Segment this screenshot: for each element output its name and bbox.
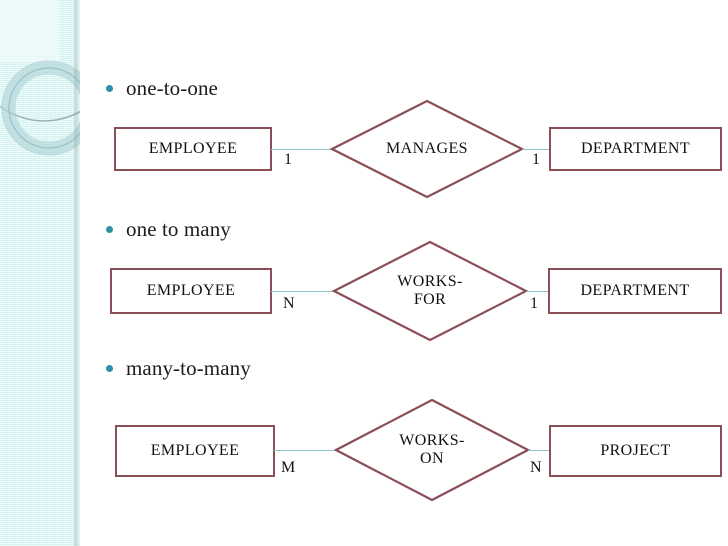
connector-left <box>271 291 333 292</box>
cardinality-left: M <box>281 459 296 476</box>
entity-employee[interactable]: EMPLOYEE <box>115 425 275 477</box>
entity-label: EMPLOYEE <box>148 140 238 157</box>
cardinality-left: N <box>283 295 295 312</box>
cardinality-right: 1 <box>532 151 540 168</box>
entity-label: DEPARTMENT <box>580 282 690 299</box>
bullet-many-to-many: many-to-many <box>106 356 251 381</box>
bullet-one-to-one: one-to-one <box>106 76 218 101</box>
cardinality-left: 1 <box>284 151 292 168</box>
entity-department[interactable]: DEPARTMENT <box>549 127 722 171</box>
entity-label: DEPARTMENT <box>580 140 691 157</box>
connector-left <box>271 149 331 150</box>
connector-right <box>526 291 554 292</box>
entity-project[interactable]: PROJECT <box>549 425 722 477</box>
connector-right <box>528 450 554 451</box>
relationship-works-on[interactable]: WORKS- ON <box>334 398 530 502</box>
bullet-label: one to many <box>126 217 231 241</box>
entity-label: EMPLOYEE <box>146 282 236 299</box>
cardinality-right: 1 <box>530 295 538 312</box>
bullet-dot-icon <box>106 365 113 372</box>
entity-label: PROJECT <box>600 442 671 459</box>
cardinality-right: N <box>530 459 542 476</box>
sidebar-tint-rectangle <box>0 0 60 62</box>
bullet-dot-icon <box>106 226 113 233</box>
sidebar-decoration <box>0 0 80 546</box>
entity-department[interactable]: DEPARTMENT <box>548 268 722 314</box>
bullet-one-to-many: one to many <box>106 217 231 242</box>
bullet-dot-icon <box>106 85 113 92</box>
bullet-label: many-to-many <box>126 356 251 380</box>
entity-employee[interactable]: EMPLOYEE <box>114 127 272 171</box>
connector-right <box>522 149 552 150</box>
bullet-label: one-to-one <box>126 76 218 100</box>
connector-left <box>274 450 336 451</box>
sidebar-circles-icon <box>0 60 80 156</box>
sidebar-edge-shadow <box>74 0 80 546</box>
entity-label: EMPLOYEE <box>150 442 240 459</box>
